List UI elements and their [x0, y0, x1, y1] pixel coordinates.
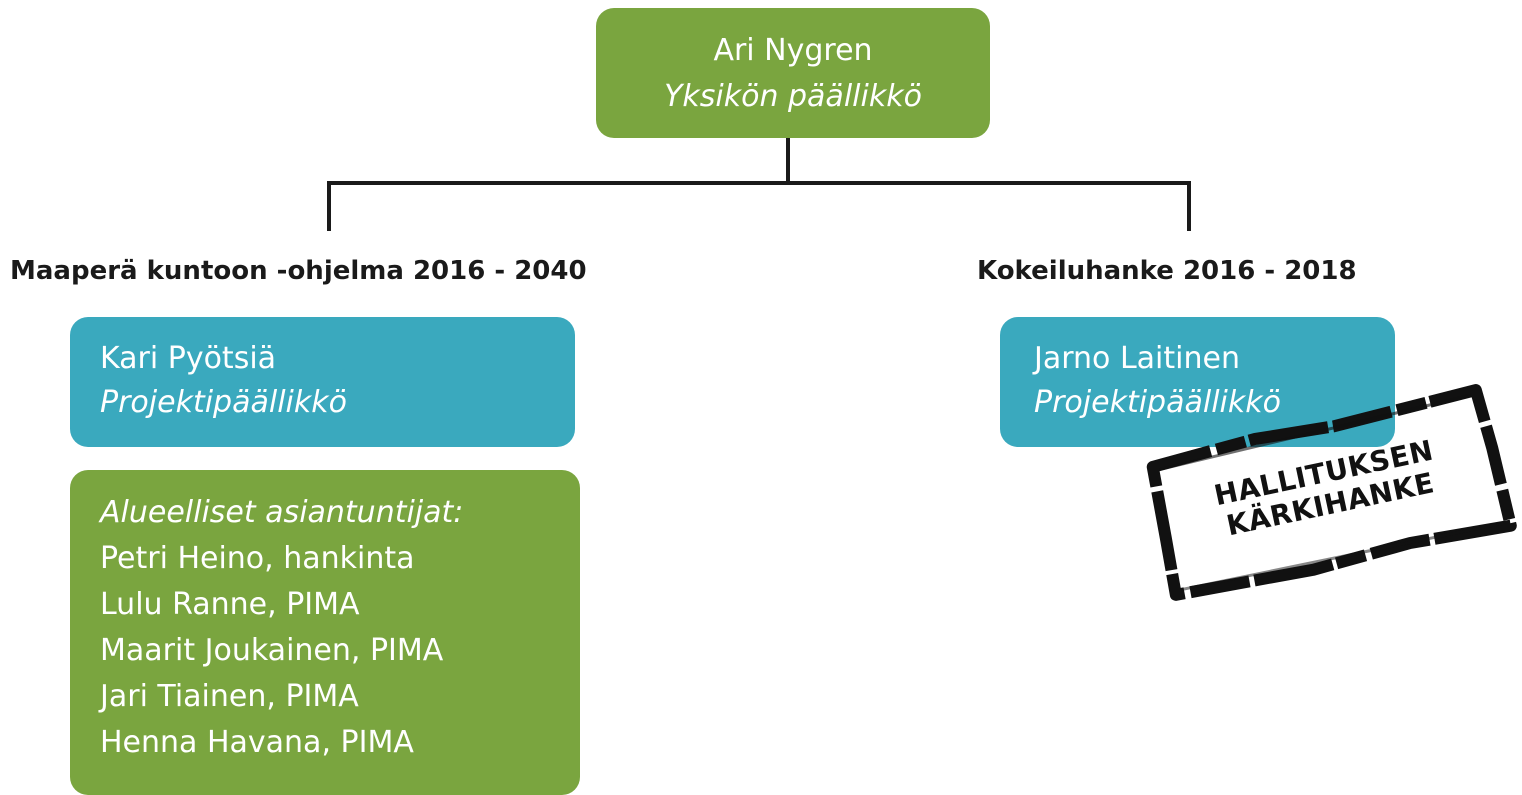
expert-item: Lulu Ranne, PIMA — [100, 587, 360, 622]
connector-horizontal — [327, 181, 1191, 185]
branch-heading-right: Kokeiluhanke 2016 - 2018 — [977, 256, 1357, 286]
project-manager-name-right: Jarno Laitinen — [1034, 341, 1240, 376]
unit-head-box: Ari Nygren Yksikön päällikkö — [596, 8, 990, 138]
regional-experts-heading: Alueelliset asiantuntijat: — [100, 495, 464, 530]
unit-head-role: Yksikön päällikkö — [664, 79, 922, 114]
project-manager-name-left: Kari Pyötsiä — [100, 341, 277, 376]
expert-item: Henna Havana, PIMA — [100, 725, 414, 760]
stamp-frame-icon — [1146, 384, 1517, 601]
connector-left-drop — [327, 181, 331, 231]
expert-item: Jari Tiainen, PIMA — [100, 679, 359, 714]
unit-head-name: Ari Nygren — [713, 33, 873, 68]
expert-item: Maarit Joukainen, PIMA — [100, 633, 444, 668]
project-manager-box-right: Jarno Laitinen Projektipäällikkö — [1000, 317, 1395, 447]
regional-experts-box: Alueelliset asiantuntijat: Petri Heino, … — [70, 470, 580, 795]
branch-heading-left: Maaperä kuntoon -ohjelma 2016 - 2040 — [10, 256, 587, 286]
expert-item: Petri Heino, hankinta — [100, 541, 415, 576]
connector-vertical-top — [786, 138, 790, 185]
project-manager-role-right: Projektipäällikkö — [1034, 385, 1281, 420]
government-key-project-stamp: HALLITUKSEN KÄRKIHANKE — [1135, 377, 1520, 608]
project-manager-role-left: Projektipäällikkö — [100, 385, 347, 420]
project-manager-box-left: Kari Pyötsiä Projektipäällikkö — [70, 317, 575, 447]
connector-right-drop — [1187, 181, 1191, 231]
